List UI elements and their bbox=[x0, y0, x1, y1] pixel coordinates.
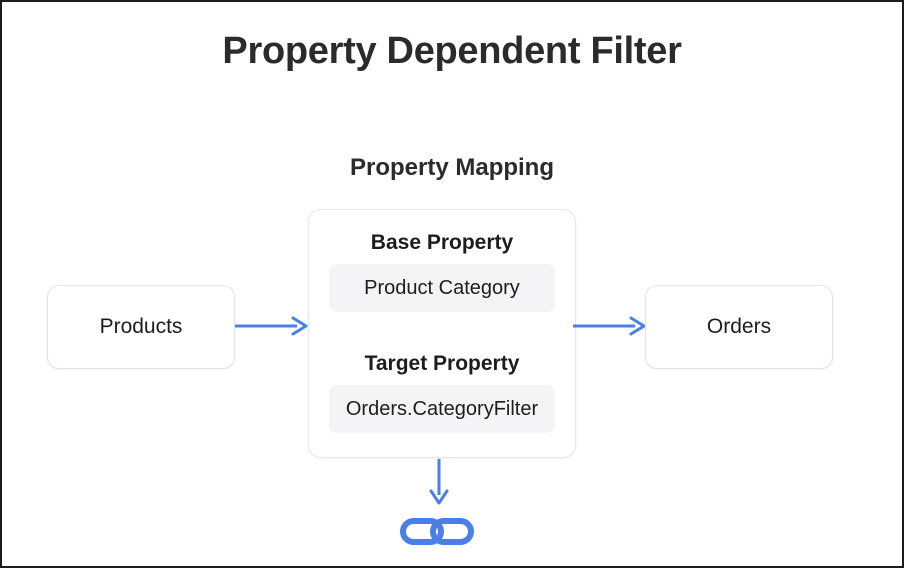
entity-box-orders[interactable]: Orders bbox=[645, 285, 833, 369]
section-heading: Property Mapping bbox=[349, 154, 554, 181]
page-title: Property Dependent Filter bbox=[222, 30, 682, 72]
arrow-right-icon-mapping-to-target bbox=[573, 316, 647, 341]
arrow-right-icon-source-to-mapping bbox=[235, 316, 309, 341]
target-property-value[interactable]: Orders.CategoryFilter bbox=[329, 385, 555, 433]
link-chain-icon[interactable] bbox=[400, 514, 474, 553]
property-mapping-card[interactable]: Base Property Product Category Target Pr… bbox=[308, 209, 576, 458]
target-property-label: Target Property bbox=[364, 352, 520, 375]
entity-box-products[interactable]: Products bbox=[47, 285, 235, 369]
base-property-label: Base Property bbox=[370, 231, 514, 254]
base-property-value[interactable]: Product Category bbox=[329, 264, 555, 312]
entity-label-orders: Orders bbox=[706, 315, 772, 338]
entity-label-products: Products bbox=[99, 315, 183, 338]
arrow-down-icon-mapping-to-link bbox=[423, 459, 455, 510]
